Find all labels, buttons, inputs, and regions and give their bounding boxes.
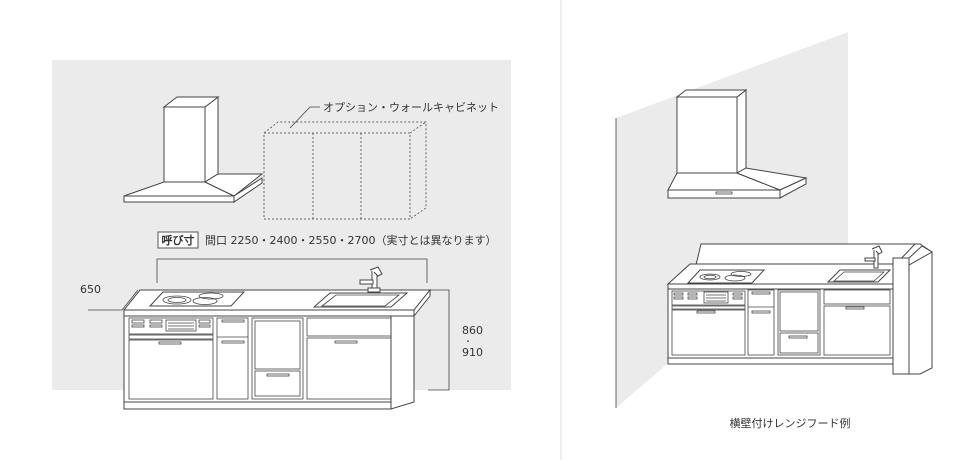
wall-cabinet-dashed: [263, 121, 427, 220]
wall-cabinet-leader: [289, 106, 320, 129]
range-hood-right: [667, 88, 808, 199]
height-label-bottom: 910: [462, 346, 483, 359]
wall-cabinet-label: オプション・ウォールキャビネット: [323, 101, 499, 114]
sink-left: [312, 292, 409, 308]
width-dimension: [156, 258, 428, 283]
size-text: 間口 2250・2400・2550・2700（実寸とは異なります）: [205, 233, 496, 247]
faucet-left: [359, 266, 383, 293]
depth-dimension: [88, 289, 139, 311]
faucet-right: [864, 245, 883, 269]
range-hood-left: [123, 95, 264, 203]
kitchen-counter-left: [122, 266, 432, 410]
depth-label: 650: [80, 283, 101, 296]
size-badge-box: [157, 231, 199, 249]
right-caption: 横壁付けレンジフード例: [730, 416, 851, 430]
height-label-top: 860: [462, 324, 483, 337]
left-panel: オプション・ウォールキャビネット 呼び寸 間口 2250・2400・2550・2…: [52, 60, 511, 410]
right-panel: 横壁付けレンジフード例: [615, 32, 933, 430]
height-dimension: [428, 289, 450, 391]
height-label-dot: ・: [464, 337, 472, 346]
sink-right: [826, 269, 892, 283]
size-badge: 呼び寸: [162, 233, 195, 247]
